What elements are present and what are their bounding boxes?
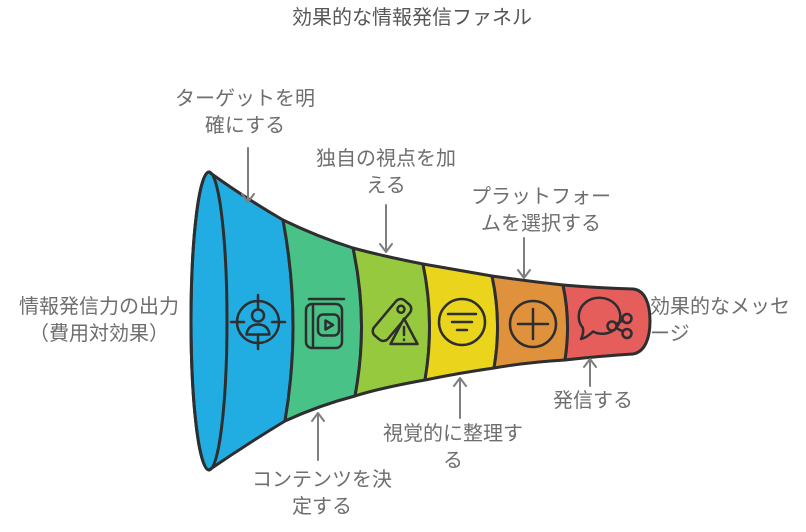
label-funnel-input: 情報発信力の出力 （費用対効果） (19, 294, 179, 348)
label-line: 独自の視点を加 (316, 148, 456, 170)
label-choose-platform: プラットフォー ムを選択する (471, 184, 611, 238)
label-decide-content: コンテンツを決 定する (252, 467, 392, 521)
arrow-down-choose-platform (517, 237, 531, 279)
label-organize-visually: 視覚的に整理す る (383, 421, 523, 475)
segment-decide-content (281, 218, 364, 423)
label-line: 発信する (553, 390, 633, 412)
target-user-icon (229, 293, 287, 351)
label-line: 確にする (204, 115, 286, 137)
funnel-segments (189, 170, 652, 472)
arrow-up-organize-visually (453, 377, 467, 419)
label-publish: 発信する (553, 388, 633, 415)
annotation-arrows (241, 147, 597, 461)
label-line: 視覚的に整理す (383, 423, 523, 445)
label-funnel-output: 効果的なメッセ ージ (650, 294, 790, 348)
label-line: 情報発信力の出力 (19, 296, 179, 318)
diagram-title: 効果的な情報発信ファネル (292, 7, 532, 29)
filter-circle-icon (437, 297, 487, 347)
label-line: （費用対効果） (29, 323, 169, 345)
label-line: る (443, 450, 463, 472)
video-book-icon (304, 297, 346, 350)
label-add-unique-view: 独自の視点を加 える (316, 146, 456, 200)
funnel-mouth-rim (189, 170, 229, 472)
label-line: ージ (650, 323, 690, 345)
label-line: コンテンツを決 (252, 469, 392, 491)
label-line: ムを選択する (481, 213, 601, 235)
arrow-down-add-unique-view (379, 204, 393, 253)
label-line: ターゲットを明 (175, 88, 315, 110)
arrow-down-clarify-target (241, 147, 255, 203)
tag-alert-icon (371, 297, 419, 346)
label-clarify-target: ターゲットを明 確にする (175, 86, 315, 140)
label-line: える (366, 175, 406, 197)
plus-circle-icon (508, 299, 558, 349)
arrow-up-decide-content (311, 412, 325, 461)
label-line: 効果的なメッセ (650, 296, 790, 318)
label-line: 定する (292, 496, 352, 518)
funnel-icons (229, 293, 633, 351)
arrow-up-publish (583, 358, 597, 387)
label-line: プラットフォー (471, 186, 611, 208)
segment-publish (561, 283, 652, 362)
chat-share-icon (577, 296, 633, 341)
segment-add-unique-view (351, 246, 432, 398)
